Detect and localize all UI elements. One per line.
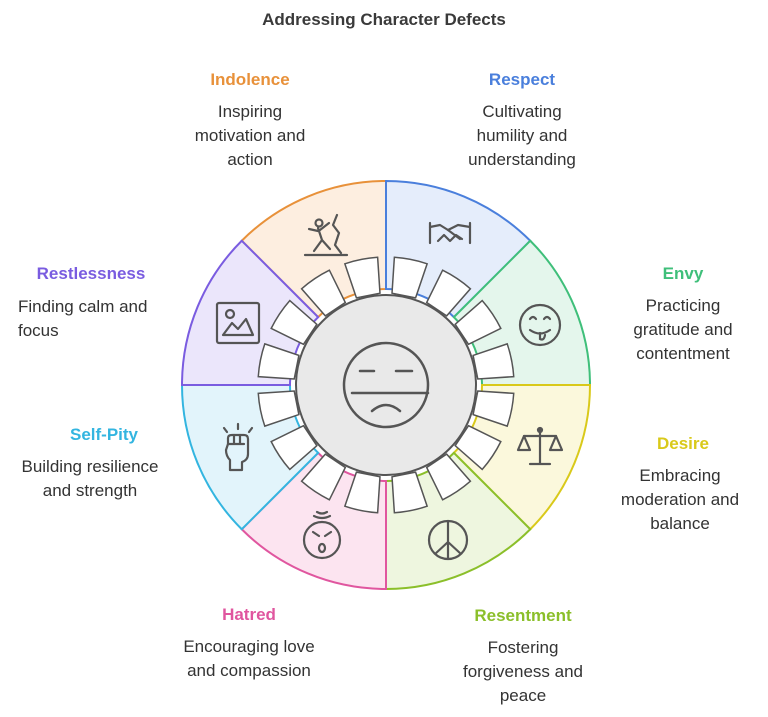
hub-notch (391, 256, 429, 299)
label-hatred: Hatred (222, 605, 276, 624)
label-desire: Desire (657, 434, 709, 453)
grimacing-face-icon (342, 341, 430, 429)
peace-sign-icon (427, 519, 469, 561)
hub-notch (300, 453, 347, 501)
label-envy: Envy (662, 264, 704, 283)
label-resentment: Resentment (474, 606, 572, 625)
description-hatred: Encouraging love and compassion (183, 637, 315, 680)
raised-fist-icon (222, 422, 254, 472)
label-restlessness: Restlessness (36, 264, 146, 283)
description-self-pity: Building resilience and strength (21, 457, 159, 500)
hub-notch (472, 390, 515, 428)
handshake-icon (428, 221, 472, 245)
description-desire: Embracing moderation and balance (620, 466, 740, 533)
tongue-smiley-icon (518, 303, 562, 347)
hub-notch (425, 269, 472, 317)
hub-notch (343, 256, 381, 299)
landscape-picture-icon (215, 301, 261, 345)
label-indolence: Indolence (210, 70, 290, 89)
label-respect: Respect (488, 70, 556, 89)
angry-face-icon (302, 510, 342, 560)
hub-notch (391, 471, 429, 514)
description-resentment: Fostering forgiveness and peace (462, 638, 584, 705)
diagram-title: Addressing Character Defects (262, 10, 506, 29)
hub-notch (472, 342, 515, 380)
hub-notch (257, 390, 300, 428)
description-envy: Practicing gratitude and contentment (633, 296, 733, 363)
hub-notch (454, 424, 502, 471)
hub-notch (425, 453, 472, 501)
hub-notch (270, 299, 318, 346)
hub-notch (270, 424, 318, 471)
description-respect: Cultivating humility and understanding (468, 102, 576, 169)
center-hub (295, 294, 477, 476)
hub-notch (300, 269, 347, 317)
description-indolence: Inspiring motivation and action (194, 102, 306, 169)
hub-notch (454, 299, 502, 346)
hub-notch (257, 342, 300, 380)
hub-notch (343, 471, 381, 514)
description-restlessness: Finding calm and focus (18, 297, 148, 340)
climbing-person-icon (303, 213, 349, 257)
balance-scale-icon (516, 426, 564, 466)
label-self-pity: Self-Pity (69, 425, 139, 444)
